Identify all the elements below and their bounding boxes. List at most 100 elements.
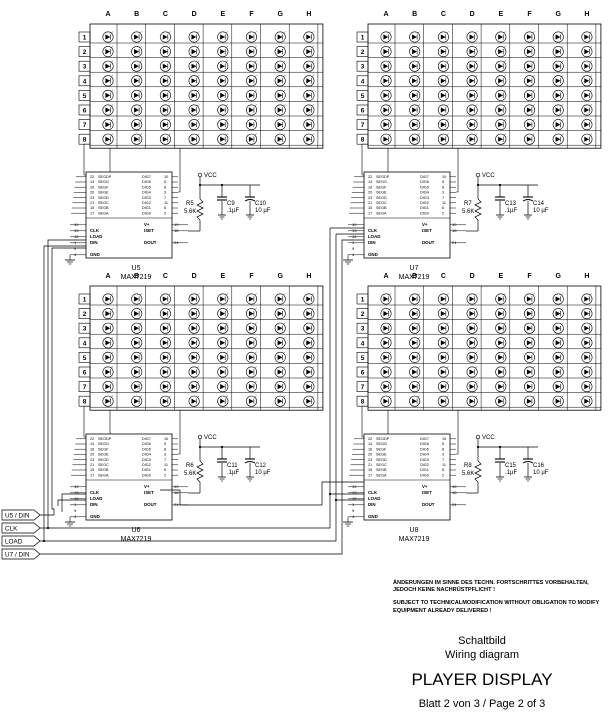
led-ray (446, 337, 449, 340)
led-diode-icon (105, 384, 111, 390)
led-ray (311, 75, 315, 78)
pin-name: DIG5 (142, 185, 151, 189)
led-ray (561, 293, 564, 296)
led-diode-icon (162, 369, 168, 375)
led-ray (283, 307, 286, 310)
led-diode-icon (498, 296, 503, 302)
led-ray (254, 351, 257, 354)
led-diode-icon (220, 384, 225, 390)
led-ray (139, 104, 143, 107)
led-ray (503, 133, 507, 136)
led-diode-icon (526, 107, 532, 113)
led-diode-icon (105, 63, 111, 69)
pin-number: 20 (368, 191, 372, 195)
pin-name: DIG6 (142, 442, 151, 446)
wire (40, 247, 86, 516)
pin-name: SEGD (376, 196, 387, 200)
pin-number: 18 (174, 490, 179, 495)
pin-number: 2 (164, 473, 166, 477)
led-ray (503, 293, 507, 296)
led-diode-icon (412, 34, 417, 40)
led-ray (532, 322, 535, 325)
row-label: 1 (361, 35, 365, 42)
led-diode-icon (220, 296, 225, 302)
led-diode-icon (555, 63, 561, 69)
led-diode-icon (248, 92, 254, 98)
led-diode-icon (220, 63, 225, 69)
led-ray (589, 322, 593, 325)
pin-name: DIG7 (420, 437, 429, 441)
led-diode-icon (191, 311, 197, 317)
column-label: B (412, 11, 417, 18)
pin-number: 9 (352, 508, 355, 513)
led-diode-icon (555, 78, 561, 84)
led-diode-icon (498, 34, 503, 40)
capacitor-ref: C13 (505, 201, 517, 207)
led-ray (311, 337, 315, 340)
row-label: 4 (361, 78, 365, 85)
led-diode-icon (498, 340, 503, 346)
led-ray (446, 322, 449, 325)
pin-name: V+ (144, 222, 150, 227)
column-label: A (105, 11, 110, 18)
led-diode-icon (584, 92, 590, 98)
led-ray (254, 366, 257, 369)
pin-name: SEGF (376, 447, 387, 451)
led-ray (197, 60, 200, 63)
led-ray (139, 395, 143, 398)
led-diode-icon (306, 296, 312, 302)
led-ray (168, 322, 171, 325)
led-diode-icon (440, 325, 446, 331)
row-label: 6 (361, 370, 365, 377)
led-ray (446, 104, 449, 107)
pin-name: DIG4 (420, 191, 429, 195)
pin-number: 3 (442, 453, 444, 457)
led-ray (111, 104, 114, 107)
led-diode-icon (469, 63, 475, 69)
led-ray (139, 322, 143, 325)
title-english: Wiring diagram (445, 649, 519, 661)
column-label: C (441, 273, 446, 280)
row-label: 2 (361, 49, 365, 56)
pin-name: DIG1 (420, 206, 429, 210)
led-ray (561, 89, 564, 92)
led-diode-icon (526, 49, 532, 55)
led-ray (168, 395, 171, 398)
pin-name: DIG0 (420, 211, 429, 215)
led-ray (532, 133, 535, 136)
pin-number: 24 (452, 502, 457, 507)
column-label: G (555, 11, 561, 18)
led-diode-icon (105, 325, 111, 331)
pin-number: 8 (164, 447, 166, 451)
capacitor-value: 10 µF (255, 208, 271, 214)
led-ray (503, 307, 507, 310)
led-diode-icon (162, 340, 168, 346)
pin-name: DIG3 (420, 196, 429, 200)
led-diode-icon (555, 136, 561, 142)
led-ray (283, 89, 286, 92)
led-ray (503, 337, 507, 340)
led-ray (503, 31, 507, 34)
pin-number: 22 (368, 437, 372, 441)
led-diode-icon (105, 311, 111, 317)
led-diode-icon (412, 49, 417, 55)
pin-number: 18 (174, 228, 179, 233)
led-ray (311, 89, 315, 92)
wire (456, 148, 459, 193)
resistor-icon (474, 198, 482, 221)
led-ray (389, 89, 392, 92)
led-diode-icon (191, 136, 197, 142)
vcc-terminal-icon (197, 434, 203, 440)
row-label: 1 (83, 297, 87, 304)
led-diode-icon (555, 398, 561, 404)
connector-label: U5 / DIN (5, 512, 30, 519)
led-ray (225, 104, 229, 107)
connector-u7-din: U7 / DIN (1, 548, 41, 560)
pin-name: DOUT (422, 240, 435, 245)
pin-name: SEGD (98, 458, 109, 462)
led-diode-icon (584, 34, 590, 40)
vcc-label: VCC (204, 173, 217, 179)
led-ray (168, 31, 171, 34)
pin-name: CLK (368, 228, 378, 233)
